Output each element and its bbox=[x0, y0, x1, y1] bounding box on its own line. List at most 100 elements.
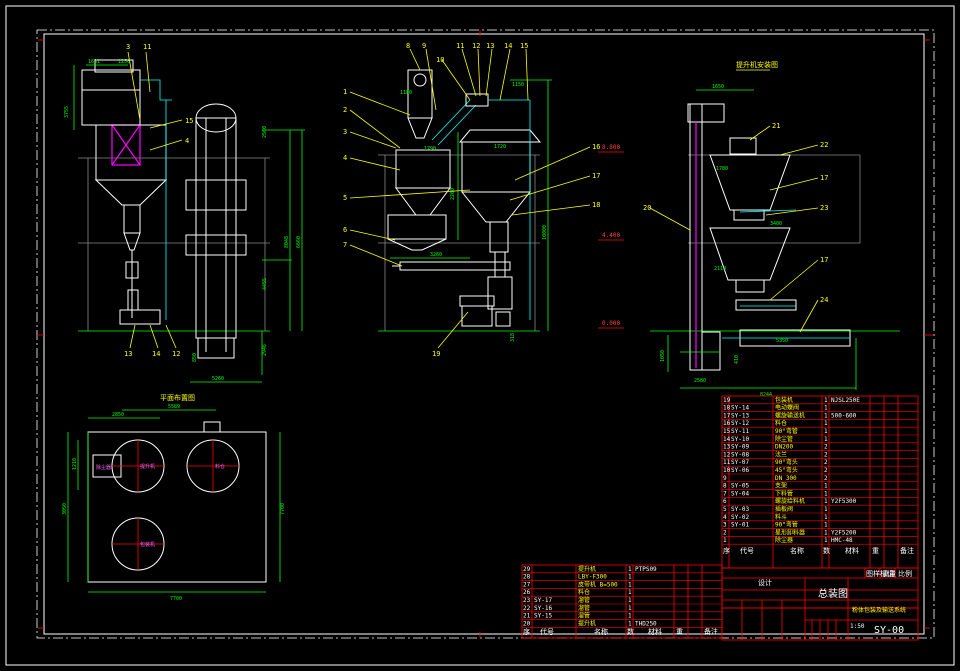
parts-header-name: 名称 bbox=[790, 546, 804, 555]
dim-1631: 1631 bbox=[88, 59, 100, 65]
table-cell-no: 9 bbox=[723, 475, 727, 482]
callout-24-right: 24 bbox=[820, 296, 828, 304]
table-cell-material: Y2F5300 bbox=[831, 498, 857, 505]
callout-4-left: 4 bbox=[185, 137, 189, 145]
dim-8048: 8048 bbox=[284, 236, 290, 248]
table-cell-no: 11 bbox=[723, 459, 731, 466]
corner-marks bbox=[37, 30, 934, 638]
level-4400: 4.400 bbox=[602, 232, 620, 239]
table-cell-code: SY-07 bbox=[731, 459, 749, 466]
table-cell-qty: 1 bbox=[628, 589, 632, 596]
plan-view bbox=[67, 409, 281, 593]
callout-12-left: 12 bbox=[172, 350, 180, 358]
table-cell-no: 26 bbox=[523, 589, 531, 596]
table-cell-name: 电动蝶阀 bbox=[775, 404, 799, 412]
plan-label-d: 包装机 bbox=[140, 541, 155, 548]
callout-4-mid: 4 bbox=[343, 154, 347, 162]
outer-sheet-border bbox=[5, 5, 955, 666]
dim-2580: 2580 bbox=[694, 378, 706, 384]
table-cell-qty: 1 bbox=[824, 397, 828, 404]
parts2-header-material: 材料 bbox=[648, 627, 662, 636]
parts2-header-weight: 重 bbox=[676, 628, 683, 636]
table-cell-material: THD250 bbox=[635, 620, 657, 627]
plan-view-labels: 平面布置图 除尘器 提升机 料仓 包装机 2850 5589 1210 3050… bbox=[62, 393, 286, 602]
drawing-scale: 1:50 bbox=[850, 623, 865, 630]
dashed-frame bbox=[36, 29, 935, 639]
table-cell-no: 23 bbox=[523, 597, 531, 604]
table-cell-qty: 1 bbox=[628, 620, 632, 627]
table-cell-name: 90°弯管 bbox=[775, 521, 798, 529]
dim-3755: 3755 bbox=[64, 106, 70, 118]
table-cell-no: 16 bbox=[723, 420, 731, 427]
table-cell-qty: 1 bbox=[628, 566, 632, 573]
callout-1-mid: 1 bbox=[343, 88, 347, 96]
table-cell-no: 29 bbox=[523, 566, 531, 573]
table-cell-name: 除尘管 bbox=[775, 435, 793, 443]
dim-1050: 1050 bbox=[660, 350, 666, 362]
table-cell-no: 12 bbox=[723, 451, 731, 458]
dim-2850: 2850 bbox=[112, 412, 124, 418]
table-cell-qty: 1 bbox=[824, 498, 828, 505]
callout-3-left: 3 bbox=[126, 43, 130, 51]
dim-1720: 1720 bbox=[494, 144, 506, 150]
plan-label-b: 提升机 bbox=[140, 463, 155, 470]
table-cell-name: 支架 bbox=[775, 482, 787, 490]
callout-14-left: 14 bbox=[152, 350, 160, 358]
table-cell-code: SY-14 bbox=[731, 405, 749, 412]
table-cell-no: 4 bbox=[723, 514, 727, 521]
callout-8-mid: 8 bbox=[406, 42, 410, 50]
table-cell-code: SY-10 bbox=[731, 436, 749, 443]
parts2-header-no: 序 bbox=[523, 627, 530, 636]
table-cell-material: HMC-48 bbox=[831, 537, 853, 544]
table-cell-no: 10 bbox=[723, 467, 731, 474]
table-cell-no: 19 bbox=[723, 397, 731, 404]
table-cell-name: DN 300 bbox=[775, 475, 797, 482]
title-block-label-c: 重量 bbox=[882, 570, 896, 578]
drawing-subtitle: 粉体包装及输送系统 bbox=[852, 606, 906, 614]
table-cell-name: 提升机 bbox=[578, 619, 596, 627]
parts-list-2-grid bbox=[521, 564, 723, 639]
left-elevation-callouts: 3 11 15 4 13 14 12 bbox=[124, 43, 193, 358]
table-cell-no: 15 bbox=[723, 428, 731, 435]
callout-3-mid: 3 bbox=[343, 128, 347, 136]
dim-1180: 1180 bbox=[400, 90, 412, 96]
table-cell-qty: 2 bbox=[824, 451, 828, 458]
table-cell-qty: 1 bbox=[824, 420, 828, 427]
callout-10-mid: 10 bbox=[436, 56, 444, 64]
parts-header-weight: 重 bbox=[872, 547, 879, 555]
table-cell-no: 5 bbox=[723, 506, 727, 513]
table-cell-qty: 2 bbox=[824, 459, 828, 466]
table-cell-name: 90°弯管 bbox=[775, 427, 798, 435]
dim-5589: 5589 bbox=[168, 404, 180, 410]
table-cell-name: 包装机 bbox=[775, 396, 793, 404]
callout-15-mid: 15 bbox=[520, 42, 528, 50]
table-cell-no: 18 bbox=[723, 405, 731, 412]
table-cell-code: SY-16 bbox=[534, 605, 552, 612]
middle-elevation-dimensions: 1150 1180 1790 1720 2260 3260 10000 318 bbox=[400, 82, 548, 342]
table-cell-name: 螺旋给料机 bbox=[775, 497, 805, 505]
table-cell-code: SY-12 bbox=[731, 420, 749, 427]
dim-7700-v: 7700 bbox=[280, 503, 286, 515]
inner-frame bbox=[43, 33, 925, 635]
table-cell-name: 皮带机 B=500 bbox=[578, 580, 618, 588]
table-cell-code: SY-15 bbox=[534, 613, 552, 620]
dim-1150: 1150 bbox=[512, 82, 524, 88]
table-cell-qty: 1 bbox=[824, 490, 828, 497]
table-cell-qty: 1 bbox=[824, 412, 828, 419]
callout-2-mid: 2 bbox=[343, 106, 347, 114]
dim-850: 850 bbox=[192, 353, 198, 362]
table-cell-material: Y2F5200 bbox=[831, 529, 857, 536]
callout-6-mid: 6 bbox=[343, 226, 347, 234]
callout-20-right: 20 bbox=[643, 204, 651, 212]
table-cell-no: 27 bbox=[523, 581, 531, 588]
table-cell-no: 3 bbox=[723, 522, 727, 529]
parts2-header-qty: 数 bbox=[627, 627, 634, 636]
dim-3050: 3050 bbox=[62, 503, 68, 515]
table-cell-name: 料仓 bbox=[775, 419, 787, 427]
left-elevation-view bbox=[73, 51, 305, 383]
middle-elevation-callouts: 8 9 10 11 12 13 14 15 1 2 3 4 5 6 7 19 1… bbox=[343, 42, 600, 358]
table-cell-qty: 2 bbox=[824, 475, 828, 482]
parts-header-material: 材料 bbox=[845, 546, 859, 555]
